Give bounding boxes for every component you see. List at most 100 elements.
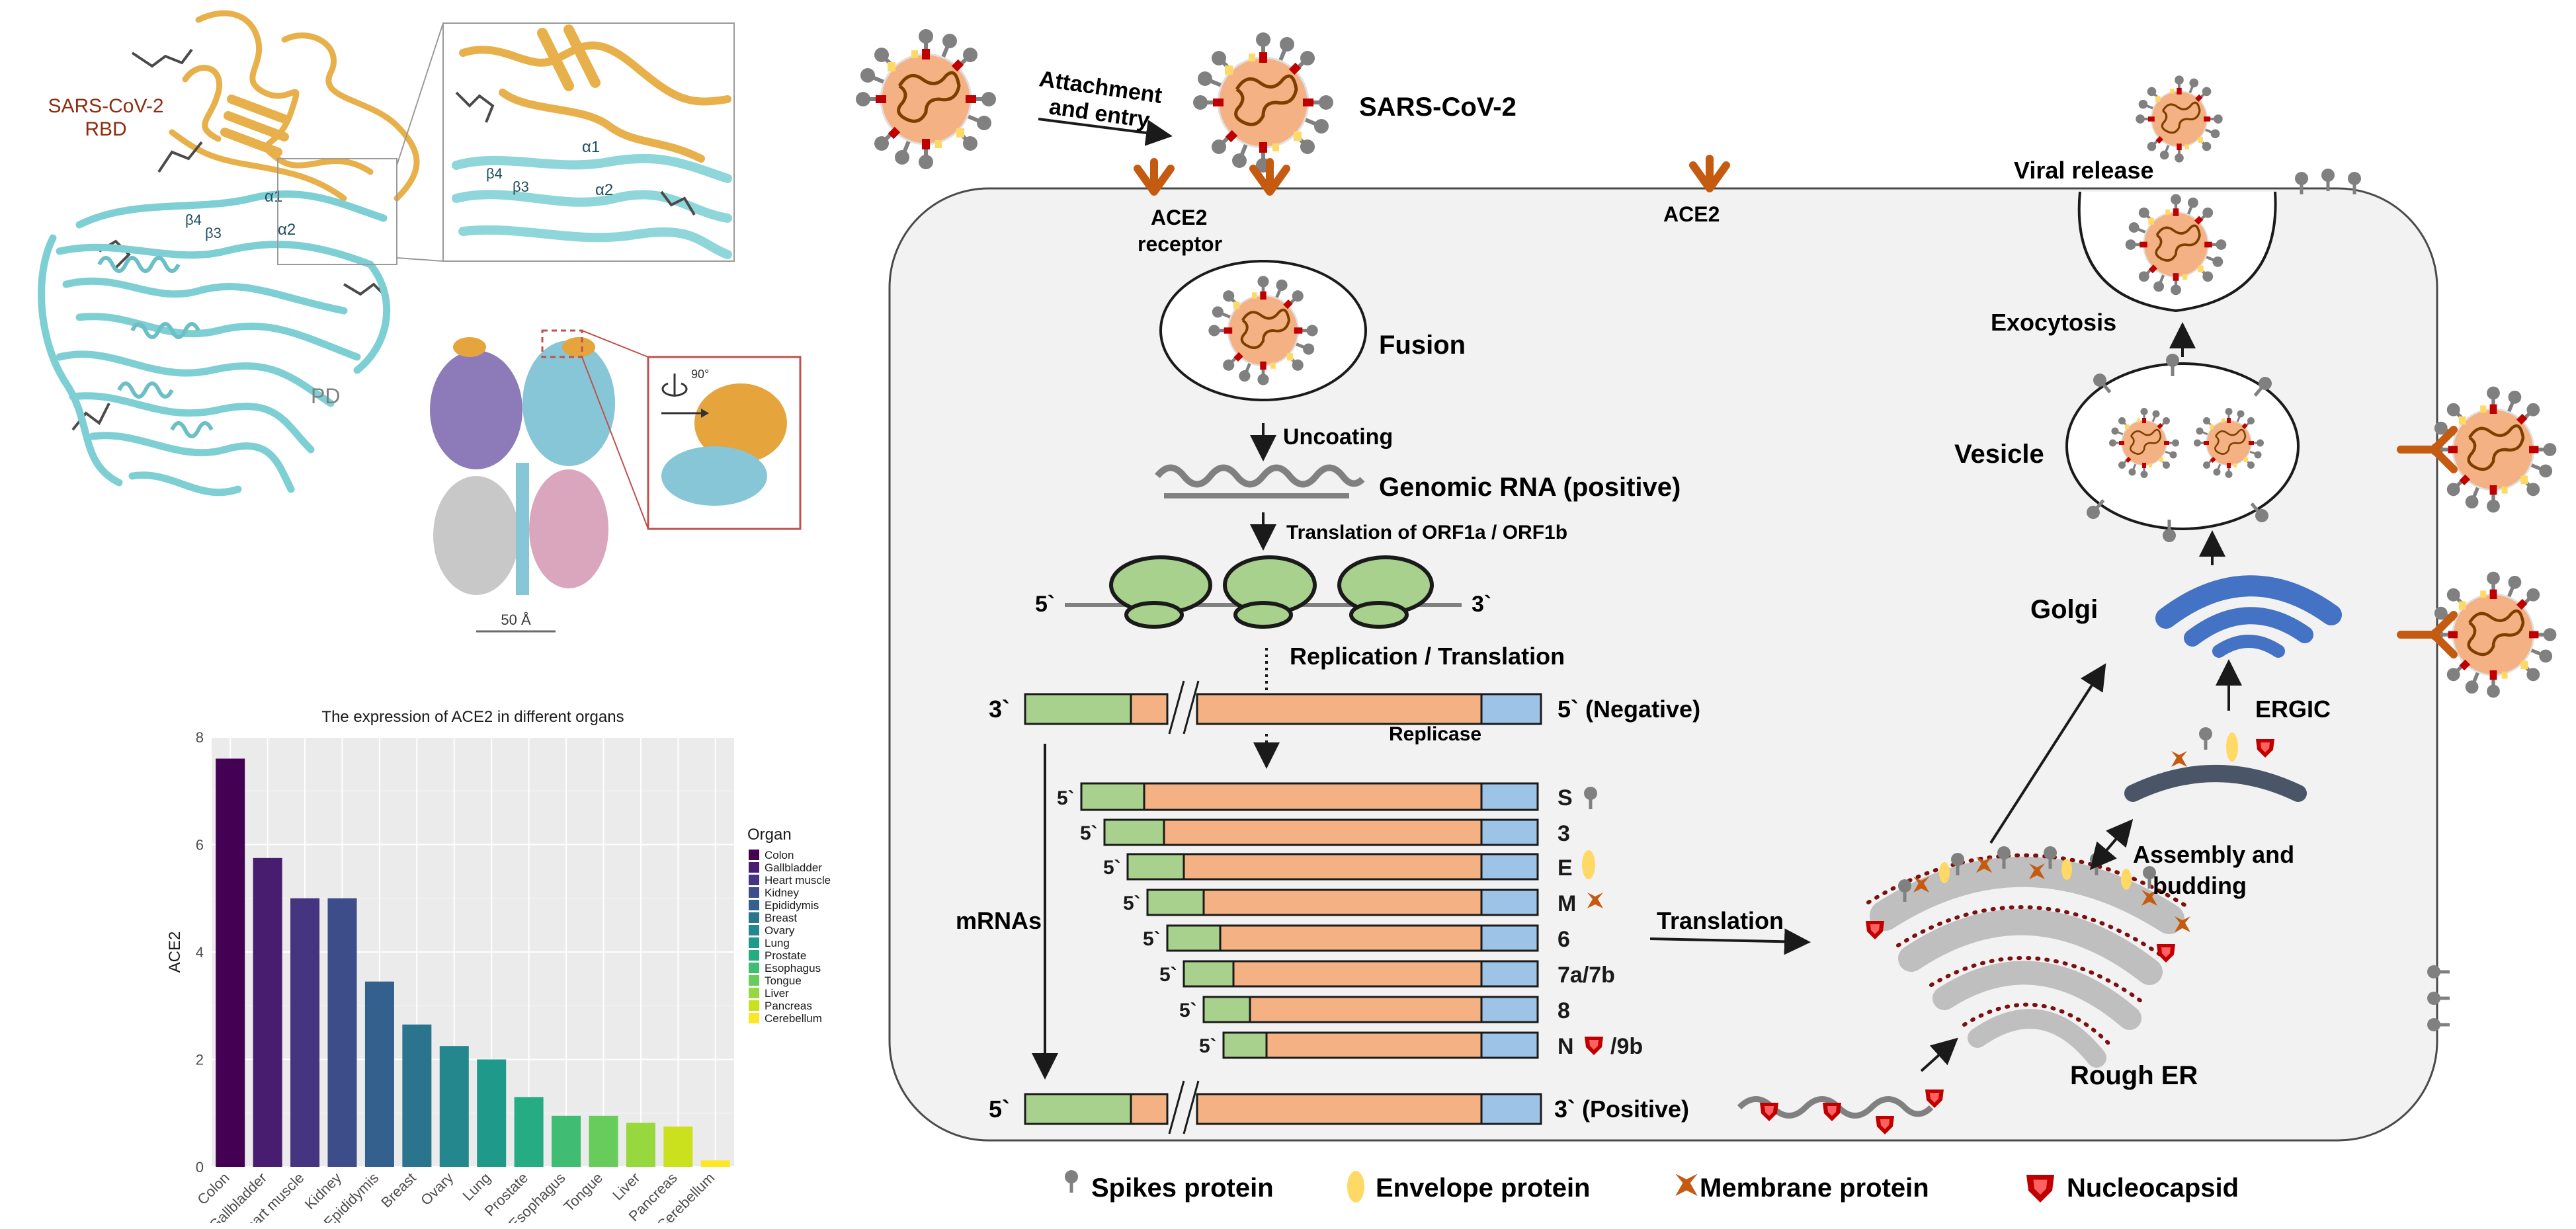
incoming-virus [856, 29, 996, 169]
legend-nucleocapsid-label: Nucleocapsid [2067, 1173, 2239, 1203]
chart-bar-cerebellum [700, 1160, 730, 1167]
vesicle-virus-left [2108, 407, 2181, 479]
genomic-rna-strand [1155, 464, 1365, 488]
gene-label-8: 8 [1558, 998, 1570, 1023]
protein-legend: Spikes protein Envelope protein Membrane… [1065, 1170, 2239, 1203]
orf-translation-label: Translation of ORF1a / ORF1b [1286, 522, 1567, 543]
legend-envelope-label: Envelope protein [1376, 1173, 1591, 1203]
chart-y-tick-label: 6 [196, 837, 204, 853]
subgenomic-5-prime-labels: 5` 5` 5` 5` 5` 5` 5` 5` [1057, 787, 1217, 1057]
chart-bar-liver [626, 1123, 655, 1167]
chart-y-axis-label: ACE2 [166, 932, 184, 973]
zoom-beta3-label: β3 [513, 178, 529, 195]
side-spike-1 [2427, 965, 2450, 978]
gene-label-6: 6 [1558, 927, 1570, 952]
fusion-label: Fusion [1379, 331, 1466, 360]
translation-label: Translation [1657, 907, 1784, 934]
uncoating-label: Uncoating [1283, 424, 1393, 450]
gene-label-s: S [1558, 785, 1573, 811]
chart-bar-tongue [589, 1115, 618, 1167]
virus-name-label: SARS-CoV-2 [1359, 93, 1517, 122]
side-spike-3 [2427, 1018, 2450, 1031]
chart-x-tick-label: Breast [378, 1170, 419, 1211]
rough-er [1866, 853, 2188, 1068]
chart-bar-kidney [327, 898, 357, 1167]
positive-strand-5-prime: 5` [989, 1095, 1010, 1123]
legend-entry-label: Liver [765, 987, 789, 1000]
ace2-pd-ribbon [38, 190, 391, 496]
ribosomes [1109, 555, 1434, 629]
chart-bar-heart-muscle [290, 898, 320, 1167]
legend-entry-label: Cerebellum [765, 1012, 822, 1025]
legend-nucleocapsid-icon [2026, 1175, 2054, 1203]
mrna-5-prime-8: 5` [1179, 1000, 1197, 1021]
zoom-alpha2-label: α2 [595, 181, 613, 199]
pd-label: PD [311, 384, 340, 408]
rotation-label: 90° [691, 368, 709, 381]
fusion-virus [1208, 276, 1317, 385]
released-virus [2134, 74, 2224, 164]
legend-swatch [749, 850, 759, 860]
legend-membrane-icon [1675, 1173, 1698, 1196]
ribosome-5-prime-label: 5` [1035, 592, 1055, 617]
legend-entry-label: Kidney [765, 887, 799, 899]
legend-swatch [749, 925, 759, 935]
chart-bar-esophagus [552, 1115, 581, 1167]
cryo-em-density-map: 50 Å [430, 329, 649, 633]
ace2-free-label: ACE2 [1663, 202, 1720, 226]
mrna-5-prime-3: 5` [1080, 822, 1098, 844]
legend-entry-label: Epididymis [765, 899, 819, 912]
genomic-rna-label: Genomic RNA (positive) [1379, 473, 1681, 502]
chart-y-tick-label: 2 [196, 1052, 204, 1068]
rbd-ribbon [169, 10, 420, 202]
er-envelope-3 [2121, 869, 2132, 890]
exterior-ace2-receptors [2397, 426, 2458, 658]
chart-title: The expression of ACE2 in different orga… [321, 708, 624, 726]
legend-membrane-label: Membrane protein [1700, 1173, 1929, 1203]
assembly-arrow-back [2089, 822, 2131, 871]
legend-swatch [749, 912, 759, 923]
assembly-label-line2: budding [2153, 872, 2247, 899]
zoom-box: α1 α2 β4 β3 [442, 22, 735, 262]
chart-x-tick-label: Ovary [417, 1170, 456, 1209]
legend-entry-label: Prostate [765, 949, 806, 962]
side-spike-2 [2427, 992, 2450, 1005]
gene-label-m: M [1558, 891, 1576, 916]
chart-bar-ovary [439, 1046, 469, 1167]
main-beta4-label: β4 [185, 212, 202, 228]
chart-x-tick-label: Tongue [560, 1170, 606, 1215]
golgi-apparatus [2155, 575, 2342, 658]
legend-envelope-icon [1347, 1171, 1364, 1203]
rough-er-label: Rough ER [2070, 1061, 2198, 1090]
rbd-label-line1: SARS-CoV-2 [48, 95, 163, 117]
gene-label-3: 3 [1558, 821, 1570, 846]
negative-strand-3-prime: 3` [989, 695, 1010, 723]
legend-swatch [749, 900, 759, 910]
chart-bars [216, 758, 730, 1167]
subgenomic-mrnas [1080, 782, 1539, 1059]
legend-entry-label: Ovary [765, 924, 795, 937]
zoom-box-source [277, 158, 397, 265]
transport-vesicle [2065, 362, 2300, 530]
mrna-5-prime-n: 5` [1199, 1035, 1217, 1057]
legend-swatch [749, 1013, 759, 1023]
ribosome-3-prime-label: 3` [1472, 592, 1491, 617]
legend-swatch [749, 975, 759, 986]
subgenomic-gene-labels: S 3 E M 6 7a/7b 8 N /9b [1558, 785, 1643, 1059]
legend-swatch [749, 988, 759, 998]
gene-label-7a7b: 7a/7b [1558, 963, 1615, 988]
legend-swatch [749, 862, 759, 873]
replicase-label: Replicase [1389, 723, 1481, 745]
attachment-arrow [1038, 118, 1173, 146]
gene-label-n: N [1558, 1034, 1574, 1059]
scale-bar-label: 50 Å [501, 612, 531, 628]
rbd-label-line2: RBD [85, 118, 126, 140]
zoom-connector-bottom [396, 257, 444, 262]
main-alpha1-label: α1 [265, 188, 282, 206]
chart-bar-prostate [514, 1097, 544, 1167]
chart-y-tick-label: 8 [196, 729, 204, 746]
host-cell [888, 187, 2438, 1142]
chart-legend-title: Organ [747, 826, 792, 844]
positive-strand-genome [1024, 1080, 1542, 1134]
